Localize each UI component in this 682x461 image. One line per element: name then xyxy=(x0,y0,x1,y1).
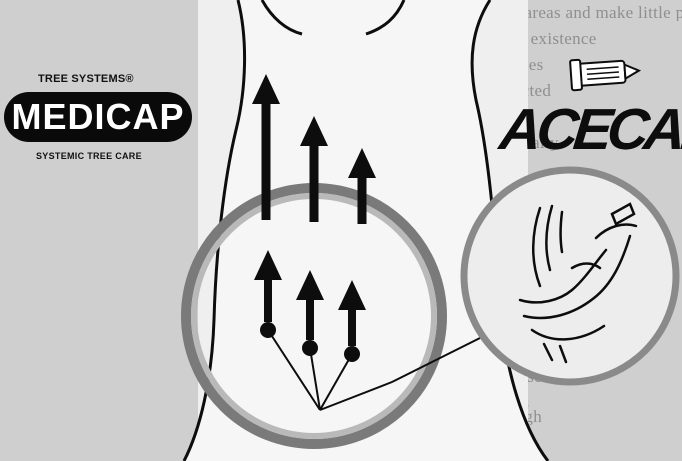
capsule-icon xyxy=(570,56,640,91)
medicap-logo: MEDICAP xyxy=(4,92,192,142)
medicap-tagline: SYSTEMIC TREE CARE xyxy=(36,151,186,161)
acecap-logo: ACECAP xyxy=(496,96,682,163)
hand-inset-ring xyxy=(464,170,676,382)
medicap-company-name: TREE SYSTEMS® xyxy=(38,73,168,85)
